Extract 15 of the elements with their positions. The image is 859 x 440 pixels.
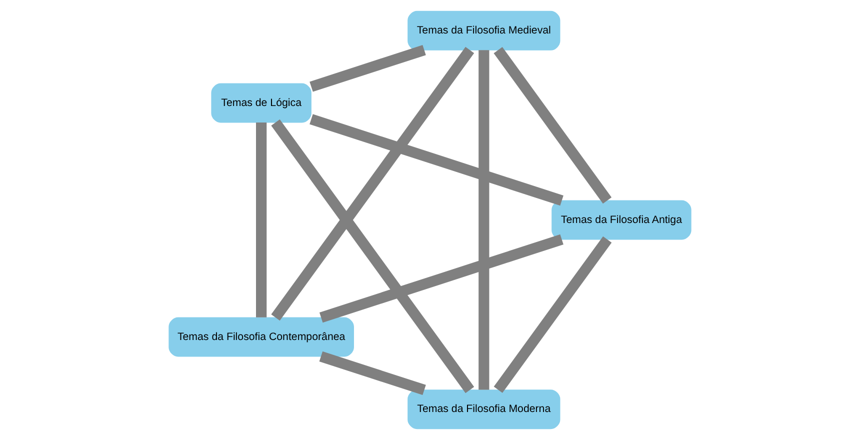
connector [270, 46, 474, 321]
connector [478, 50, 489, 390]
connector [493, 236, 612, 393]
connector [318, 351, 426, 396]
connector [493, 46, 612, 204]
node-box: Temas da Filosofia Medieval [407, 10, 560, 50]
connector [270, 119, 474, 394]
node-box: Temas de Lógica [210, 83, 311, 123]
connector [256, 122, 266, 318]
node-box: Temas da Filosofia Contemporânea [168, 317, 354, 357]
node-box: Temas da Filosofia Antiga [551, 200, 691, 240]
connector [309, 114, 563, 206]
connector [309, 44, 426, 92]
node-box: Temas da Filosofia Moderna [407, 390, 560, 430]
connector [318, 234, 563, 323]
